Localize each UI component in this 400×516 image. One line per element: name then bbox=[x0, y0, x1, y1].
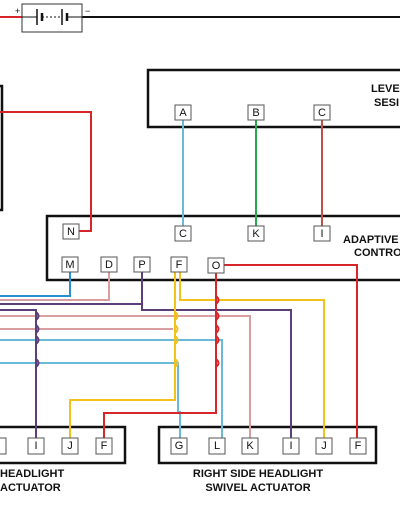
module-pin-n bbox=[62, 223, 80, 240]
module-pin-f-label: F bbox=[176, 259, 183, 271]
right-actuator-label-line2: SWIVEL ACTUATOR bbox=[205, 482, 310, 494]
right-actuator-box bbox=[157, 425, 378, 465]
wire-module-f-to-left-j bbox=[69, 272, 176, 445]
wire-pink-to-right-k bbox=[0, 315, 251, 445]
left-actuator-label-line2: ACTUATOR bbox=[0, 482, 61, 494]
module-pin-i-label: I bbox=[320, 228, 323, 240]
right-actuator-pins: G L K I J F bbox=[170, 437, 367, 455]
leveling-sensor-pins: A B C bbox=[174, 104, 331, 121]
sensor-pin-b-label: B bbox=[252, 107, 259, 119]
sensor-pin-c bbox=[313, 104, 331, 121]
wire-purple-to-left-i bbox=[0, 309, 37, 445]
module-pin-p-label: P bbox=[138, 259, 145, 271]
right-actuator-pin-l bbox=[208, 437, 226, 455]
right-actuator-pin-f bbox=[349, 437, 367, 455]
control-module-label-line1: ADAPTIVE bbox=[343, 234, 399, 246]
module-pin-p bbox=[133, 256, 151, 273]
module-pin-m-label: M bbox=[65, 259, 74, 271]
leveling-sensor: LEVE SESI bbox=[146, 68, 400, 129]
right-swivel-actuator: RIGHT SIDE HEADLIGHT SWIVEL ACTUATOR bbox=[157, 425, 378, 494]
leveling-sensor-label-line1: LEVE bbox=[371, 83, 400, 95]
right-actuator-label-line1: RIGHT SIDE HEADLIGHT bbox=[193, 468, 323, 480]
right-actuator-pin-j bbox=[315, 437, 333, 455]
left-actuator-pin-j bbox=[61, 437, 79, 455]
module-pin-k bbox=[247, 225, 265, 242]
wire-light-blue-to-right-l bbox=[0, 339, 223, 445]
wire-module-f-to-right-j bbox=[179, 272, 325, 445]
right-actuator-pin-i bbox=[282, 437, 300, 455]
module-pin-o-label: O bbox=[212, 260, 221, 272]
module-pin-o bbox=[207, 257, 225, 274]
right-actuator-pin-k-label: K bbox=[246, 440, 254, 452]
right-actuator-pin-l-label: L bbox=[214, 440, 220, 452]
module-pin-k-label: K bbox=[252, 228, 260, 240]
right-actuator-pin-g-label: G bbox=[175, 440, 184, 452]
module-pin-f bbox=[170, 256, 188, 273]
battery-symbol: + − bbox=[0, 3, 400, 33]
left-actuator-pin-f-label: F bbox=[101, 440, 108, 452]
left-actuator-pin-partial bbox=[0, 437, 7, 455]
sensor-pin-a-label: A bbox=[179, 107, 187, 119]
left-actuator-pins: I J F bbox=[0, 437, 113, 455]
leveling-sensor-label-line2: SESI bbox=[374, 97, 399, 109]
wire-red-to-module-n bbox=[0, 111, 92, 232]
module-pin-i bbox=[313, 225, 331, 242]
left-actuator-pin-i bbox=[27, 437, 45, 455]
right-actuator-pin-j-label: J bbox=[321, 440, 327, 452]
wire-module-o-to-left-f bbox=[103, 272, 217, 445]
left-headlight-actuator: HEADLIGHT ACTUATOR bbox=[0, 425, 127, 494]
right-actuator-pin-g bbox=[170, 437, 188, 455]
right-actuator-pin-k bbox=[241, 437, 259, 455]
sensor-pin-c-label: C bbox=[318, 107, 326, 119]
left-partial-component bbox=[0, 84, 4, 212]
battery-frame bbox=[21, 3, 83, 33]
left-actuator-pin-f bbox=[95, 437, 113, 455]
module-pin-m bbox=[61, 256, 79, 273]
wire-module-d-left bbox=[0, 272, 110, 301]
battery-plus-sign: + bbox=[15, 6, 20, 16]
wire-module-o-to-right-f bbox=[215, 264, 358, 445]
module-pin-c bbox=[174, 225, 192, 242]
module-pin-d-label: D bbox=[105, 259, 113, 271]
control-module-label-line2: CONTRO bbox=[354, 247, 400, 259]
control-module-bottom-pins: M D P F O bbox=[61, 256, 225, 274]
wire-module-m-left bbox=[0, 272, 71, 297]
battery-minus-sign: − bbox=[85, 6, 90, 16]
sensor-pin-b bbox=[247, 104, 265, 121]
sensor-pin-a bbox=[174, 104, 192, 121]
wire-crossover-hops bbox=[35, 295, 220, 368]
module-pin-c-label: C bbox=[179, 228, 187, 240]
left-actuator-pin-j-label: J bbox=[67, 440, 73, 452]
module-pin-n-label: N bbox=[67, 226, 75, 238]
right-actuator-pin-i-label: I bbox=[289, 440, 292, 452]
left-actuator-label-line1: HEADLIGHT bbox=[0, 468, 64, 480]
module-pin-d bbox=[100, 256, 118, 273]
control-module-top-pins: N C K I bbox=[62, 223, 331, 242]
left-actuator-pin-i-label: I bbox=[34, 440, 37, 452]
right-actuator-pin-f-label: F bbox=[355, 440, 362, 452]
